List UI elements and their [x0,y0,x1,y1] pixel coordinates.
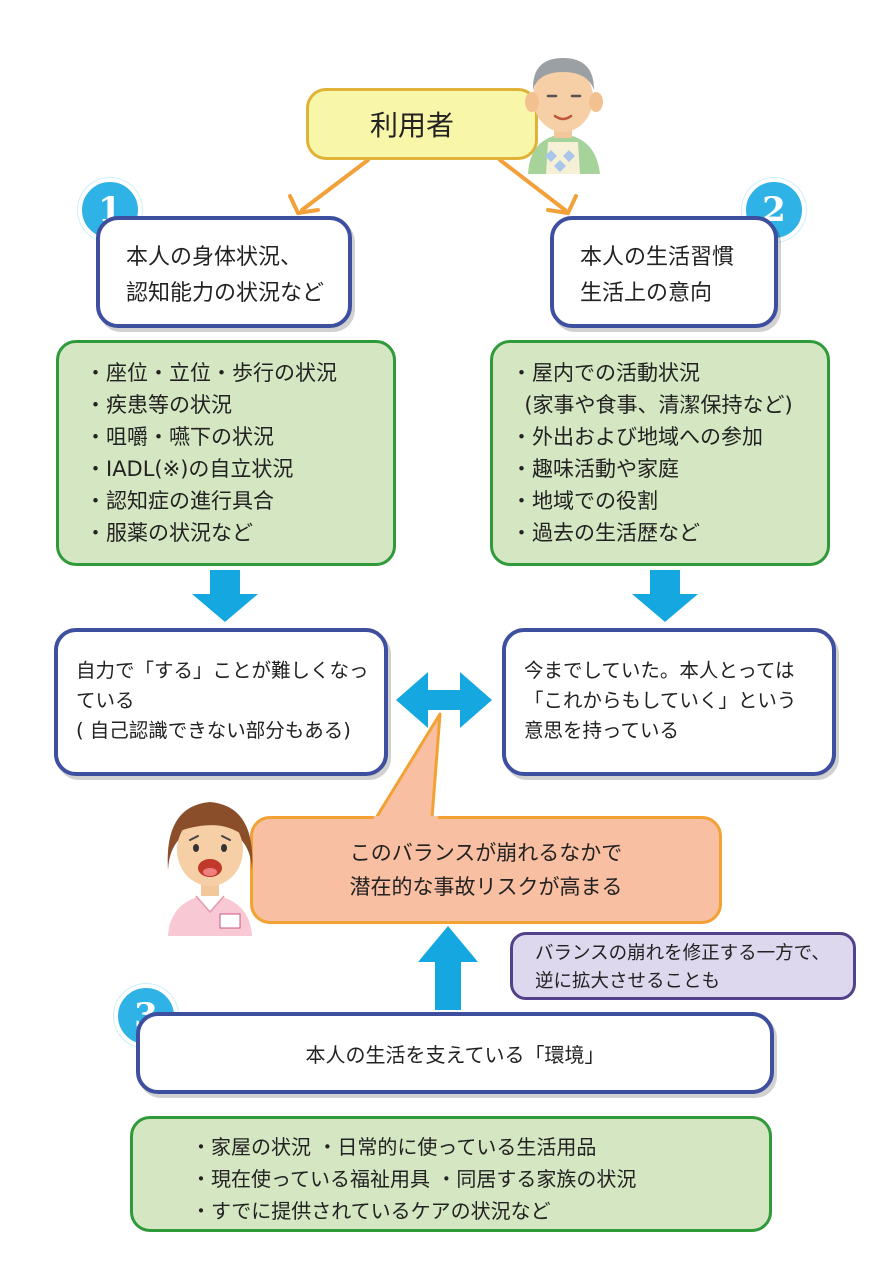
worried-woman-icon [167,802,253,936]
user-label: 利用者 [369,109,454,142]
section2-result-line1: 今までしていた。本人とっては [524,659,795,682]
section2-result-box: 今までしていた。本人とっては 「これからもしていく」という 意思を持っている [502,628,836,776]
section1-list: ・座位・立位・歩行の状況 ・疾患等の状況 ・咀嚼・嚥下の状況 ・IADL(※)の… [85,357,393,549]
list-item: ・疾患等の状況 [85,393,232,417]
speech-balloon: このバランスが崩れるなかで 潜在的な事故リスクが高まる [250,816,722,924]
arrow-down-1 [192,570,258,622]
arrow-down-2 [632,570,698,622]
list-item: ・すでに提供されているケアの状況など [191,1199,551,1223]
list-item: ・服薬の状況など [85,521,253,545]
section2-result-line3: 意思を持っている [524,719,680,742]
list-item: ・屋内での活動状況 [511,361,700,385]
arrow-up [418,926,478,1010]
user-box: 利用者 [306,88,538,160]
note-line1: バランスの崩れを修正する一方で、 [535,943,830,964]
section2-title-line1: 本人の生活習慣 [580,245,735,270]
section3-title-box: 本人の生活を支えている「環境」 [136,1012,774,1094]
section3-list: ・家屋の状況 ・日常的に使っている生活用品 ・現在使っている福祉用具 ・同居する… [191,1131,769,1227]
section1-result-line3: ( 自己認識できない部分もある) [76,719,351,742]
section2-list-box: ・屋内での活動状況 (家事や食事、清潔保持など) ・外出および地域への参加 ・趣… [490,340,830,566]
section2-result-line2: 「これからもしていく」という [524,689,797,712]
list-item: (家事や食事、清潔保持など) [511,393,793,417]
section1-title-box: 本人の身体状況、 認知能力の状況など [96,216,352,328]
section3-list-box: ・家屋の状況 ・日常的に使っている生活用品 ・現在使っている福祉用具 ・同居する… [130,1116,772,1232]
list-item: ・過去の生活歴など [511,521,700,545]
note-box: バランスの崩れを修正する一方で、 逆に拡大させることも [510,932,856,1000]
section1-result-line1: 自力で「する」ことが難しくなっ [76,659,369,682]
list-item: ・座位・立位・歩行の状況 [85,361,337,385]
note-line2: 逆に拡大させることも [535,971,721,992]
section1-result-line2: ている [76,689,135,712]
list-item: ・認知症の進行具合 [85,489,274,513]
arrow-user-to-2 [498,158,578,216]
list-item: ・趣味活動や家庭 [511,457,679,481]
section1-result-box: 自力で「する」ことが難しくなっ ている ( 自己認識できない部分もある) [54,628,388,776]
section1-title-line1: 本人の身体状況、 [126,245,303,270]
list-item: ・家屋の状況 ・日常的に使っている生活用品 [191,1135,597,1159]
section1-title-line2: 認知能力の状況など [126,281,325,306]
balloon-tail [374,712,442,822]
list-item: ・現在使っている福祉用具 ・同居する家族の状況 [191,1167,637,1191]
elderly-man-icon [525,58,603,174]
section2-title-box: 本人の生活習慣 生活上の意向 [550,216,778,328]
section3-title: 本人の生活を支えている「環境」 [305,1042,605,1067]
section1-list-box: ・座位・立位・歩行の状況 ・疾患等の状況 ・咀嚼・嚥下の状況 ・IADL(※)の… [56,340,396,566]
balloon-line1: このバランスが崩れるなかで [349,841,623,865]
double-arrow [396,672,492,728]
balloon-line2: 潜在的な事故リスクが高まる [349,875,623,899]
list-item: ・外出および地域への参加 [511,425,763,449]
list-item: ・IADL(※)の自立状況 [85,457,294,481]
section2-title-line2: 生活上の意向 [580,281,713,306]
arrow-user-to-1 [288,158,370,216]
list-item: ・咀嚼・嚥下の状況 [85,425,274,449]
list-item: ・地域での役割 [511,489,658,513]
section2-list: ・屋内での活動状況 (家事や食事、清潔保持など) ・外出および地域への参加 ・趣… [511,357,827,549]
